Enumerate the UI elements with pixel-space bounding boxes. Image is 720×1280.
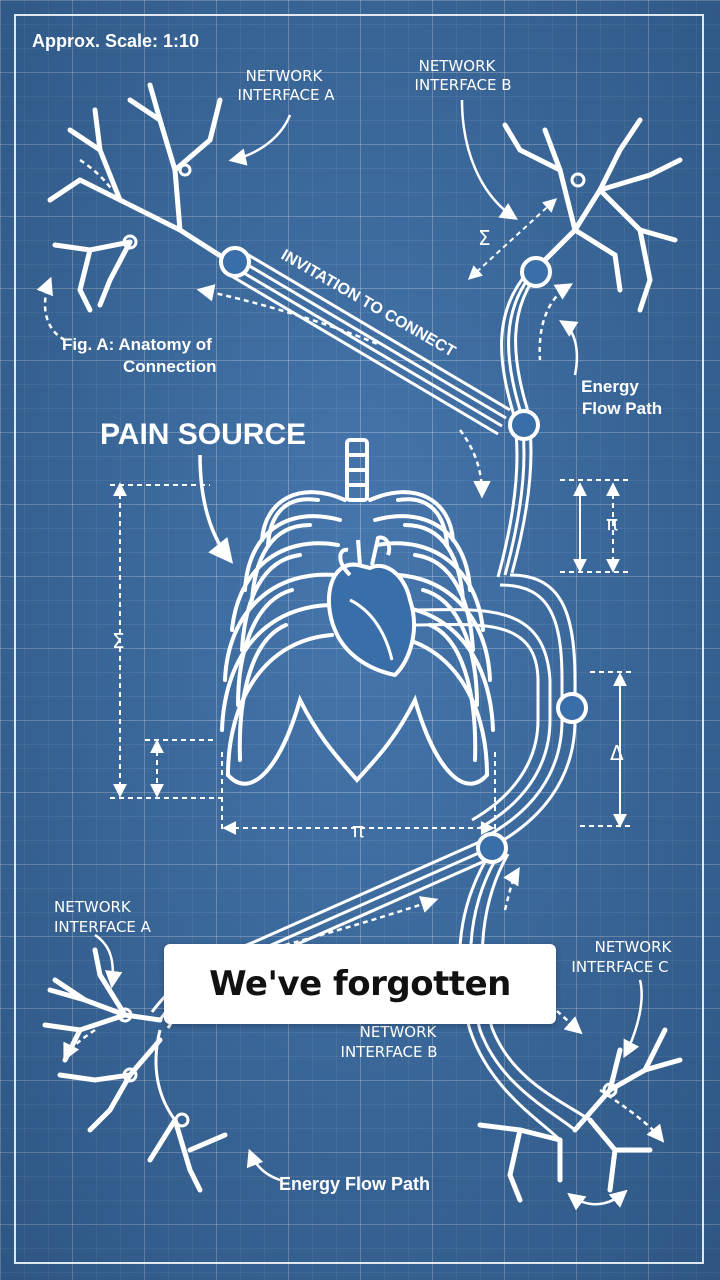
dimension-pi-bottom: π bbox=[352, 818, 364, 842]
label-network-interface-a-top-line2: INTERFACE A bbox=[238, 86, 336, 104]
label-network-interface-b-bottom-line2: INTERFACE B bbox=[341, 1043, 438, 1061]
neuron-bottom-left bbox=[42, 947, 228, 1193]
label-energy-flow-bottom: Energy Flow Path bbox=[279, 1174, 430, 1194]
label-invitation-to-connect: INVITATION TO CONNECT bbox=[278, 247, 458, 361]
dimension-delta-right: Δ bbox=[610, 741, 624, 765]
dimension-pi-right: π bbox=[606, 511, 618, 535]
label-energy-flow-right-line1: Energy bbox=[581, 377, 639, 396]
label-network-interface-b-bottom-line1: NETWORK bbox=[360, 1023, 438, 1041]
label-network-interface-a-bottom-line1: NETWORK bbox=[54, 898, 132, 916]
label-network-interface-a-top-line1: NETWORK bbox=[246, 67, 324, 85]
label-network-interface-b-top-line2: INTERFACE B bbox=[415, 76, 512, 94]
dimension-lines bbox=[110, 198, 632, 835]
ribcage bbox=[220, 438, 495, 786]
heart-icon bbox=[327, 535, 417, 677]
label-fig-a-line1: Fig. A: Anatomy of bbox=[62, 335, 212, 354]
label-network-interface-c-line2: INTERFACE C bbox=[571, 958, 668, 976]
label-network-interface-c-line1: NETWORK bbox=[595, 938, 673, 956]
label-fig-a-line2: Connection bbox=[123, 357, 217, 376]
annotation-arrows bbox=[36, 99, 665, 1211]
axon-middle-path bbox=[409, 573, 588, 847]
label-energy-flow-right-line2: Flow Path bbox=[582, 399, 662, 418]
label-network-interface-b-top-line1: NETWORK bbox=[419, 57, 497, 75]
label-network-interface-a-bottom-line2: INTERFACE A bbox=[54, 918, 152, 936]
scale-label: Approx. Scale: 1:10 bbox=[32, 31, 199, 51]
dimension-sigma-top-right: Σ bbox=[478, 226, 491, 250]
caption-box: We've forgotten bbox=[164, 944, 556, 1024]
dimension-sigma-left: Σ bbox=[112, 629, 125, 653]
caption-text: We've forgotten bbox=[209, 964, 511, 1004]
blueprint-frame bbox=[14, 14, 704, 1264]
neuron-top-left bbox=[47, 82, 233, 313]
label-pain-source: PAIN SOURCE bbox=[100, 418, 306, 451]
axon-invitation bbox=[219, 246, 511, 436]
